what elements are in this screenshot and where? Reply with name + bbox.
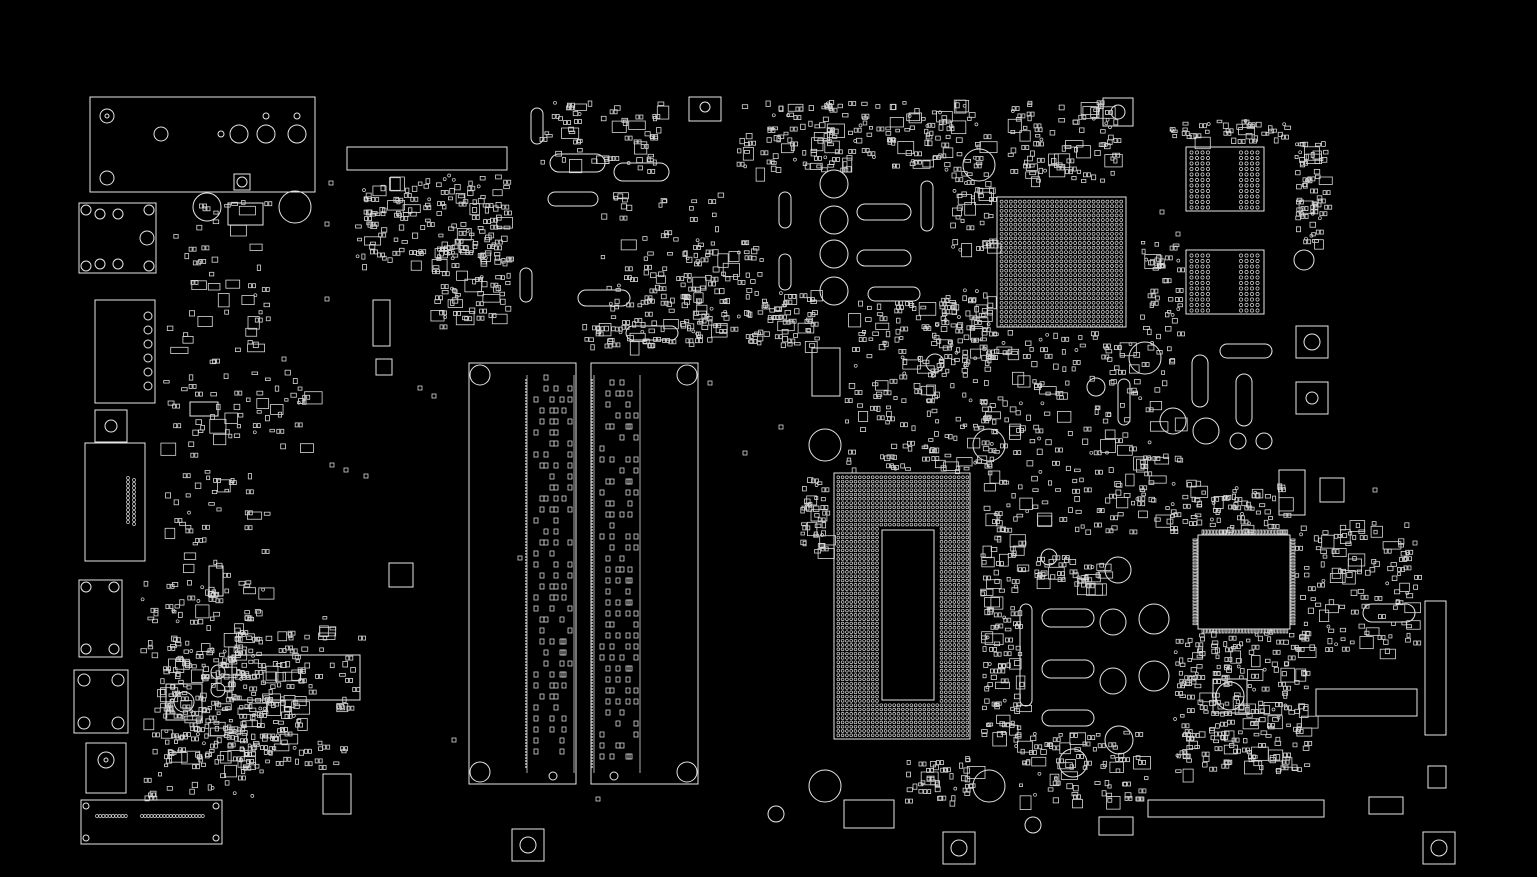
dimm-slot-b[interactable] xyxy=(590,362,699,785)
pch-bga[interactable] xyxy=(996,196,1127,328)
connector-bottom-left-header[interactable] xyxy=(80,799,223,845)
smd-components[interactable] xyxy=(140,99,1422,810)
mounting-holes xyxy=(511,96,1456,865)
connector-dvi[interactable] xyxy=(84,442,146,562)
electrolytic-capacitors xyxy=(767,148,1315,834)
dimm-slot-a[interactable] xyxy=(468,362,577,785)
connector-rj45[interactable] xyxy=(78,202,157,274)
ic-gpu-qfp[interactable] xyxy=(1192,529,1296,634)
small-ic-left-mid[interactable] xyxy=(322,299,414,815)
misc-ic-outlines[interactable] xyxy=(189,347,1306,836)
ic-right-bottom[interactable] xyxy=(1147,600,1447,818)
inductors xyxy=(519,107,1416,727)
ffc-connector-top[interactable] xyxy=(346,146,508,171)
vram-chip-2[interactable] xyxy=(1185,249,1265,315)
vram-chip-1[interactable] xyxy=(1185,146,1265,212)
connector-usb-stack[interactable] xyxy=(73,579,129,794)
connector-top-left-ports[interactable] xyxy=(89,96,316,226)
connector-vga[interactable] xyxy=(94,299,156,443)
cpu-socket-bga[interactable] xyxy=(833,472,971,740)
